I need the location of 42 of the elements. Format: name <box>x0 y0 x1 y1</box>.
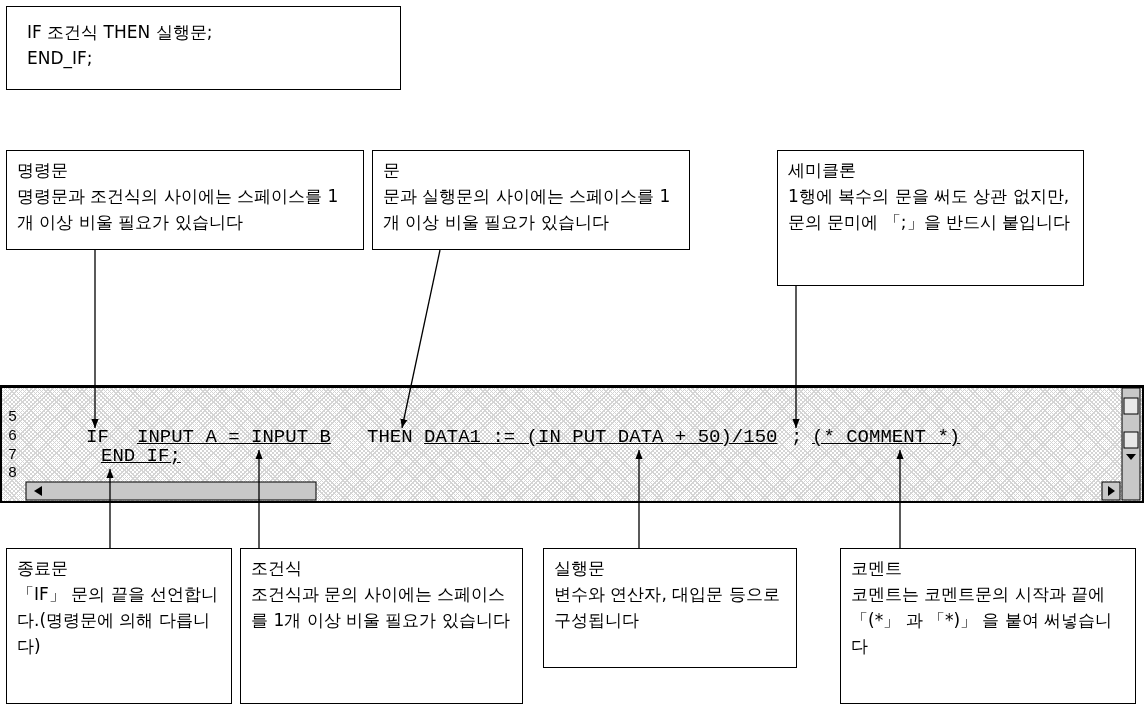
callout-text: 코멘트는 코멘트문의 시작과 끝에 「(*」 과 「*)」 을 붙여 써넣습니다 <box>851 583 1114 658</box>
line-number: 5 <box>8 410 17 426</box>
code-text: IF <box>86 426 109 448</box>
callout-box <box>240 548 523 704</box>
callout-text: 명령문과 조건식의 사이에는 스페이스를 1개 이상 비울 필요가 있습니다 <box>17 185 340 234</box>
code-text: END_IF; <box>101 445 181 467</box>
leader-arrow <box>255 449 263 549</box>
callout-box <box>6 150 364 250</box>
callout-box <box>840 548 1136 704</box>
syntax-text: IF 조건식 THEN 실행문; END_IF; <box>27 21 214 71</box>
leader-arrow <box>106 468 114 549</box>
code-editor-window <box>0 385 1144 503</box>
callout-heading: 문 <box>383 159 401 182</box>
line-number: 6 <box>8 429 17 445</box>
leader-arrow <box>400 249 441 429</box>
line-number: 8 <box>8 466 17 482</box>
callout-box <box>372 150 690 250</box>
callout-text: 1행에 복수의 문을 써도 상관 없지만, 문의 문미에 「;」을 반드시 붙입니다 <box>788 185 1072 234</box>
callout-box <box>543 548 797 668</box>
callout-text: 변수와 연산자, 대입문 등으로 구성됩니다 <box>554 583 781 632</box>
leader-arrow <box>91 249 99 429</box>
leader-arrow <box>792 285 800 429</box>
callout-box <box>777 150 1084 286</box>
callout-heading: 세미클론 <box>788 159 857 182</box>
code-text: ; <box>791 426 803 448</box>
callout-heading: 코멘트 <box>851 557 903 580</box>
callout-box <box>6 548 232 704</box>
leader-arrow <box>896 449 904 549</box>
code-text: THEN <box>367 426 413 448</box>
leader-arrow <box>635 449 643 549</box>
callout-heading: 조건식 <box>251 557 303 580</box>
code-text: DATA1 := (IN_PUT_DATA + 50)/150 <box>424 426 778 448</box>
callout-text: 「IF」 문의 끝을 선언합니다.(명령문에 의해 다릅니다) <box>17 583 219 658</box>
callout-text: 문과 실행문의 사이에는 스페이스를 1개 이상 비울 필요가 있습니다 <box>383 185 672 234</box>
code-text: (* COMMENT *) <box>812 426 961 448</box>
callout-heading: 명령문 <box>17 159 69 182</box>
callout-heading: 실행문 <box>554 557 606 580</box>
syntax-box <box>6 6 401 90</box>
callout-heading: 종료문 <box>17 557 69 580</box>
callout-text: 조건식과 문의 사이에는 스페이스를 1개 이상 비울 필요가 있습니다 <box>251 583 511 632</box>
line-number: 7 <box>8 448 17 464</box>
code-text: INPUT_A = INPUT_B <box>137 426 331 448</box>
